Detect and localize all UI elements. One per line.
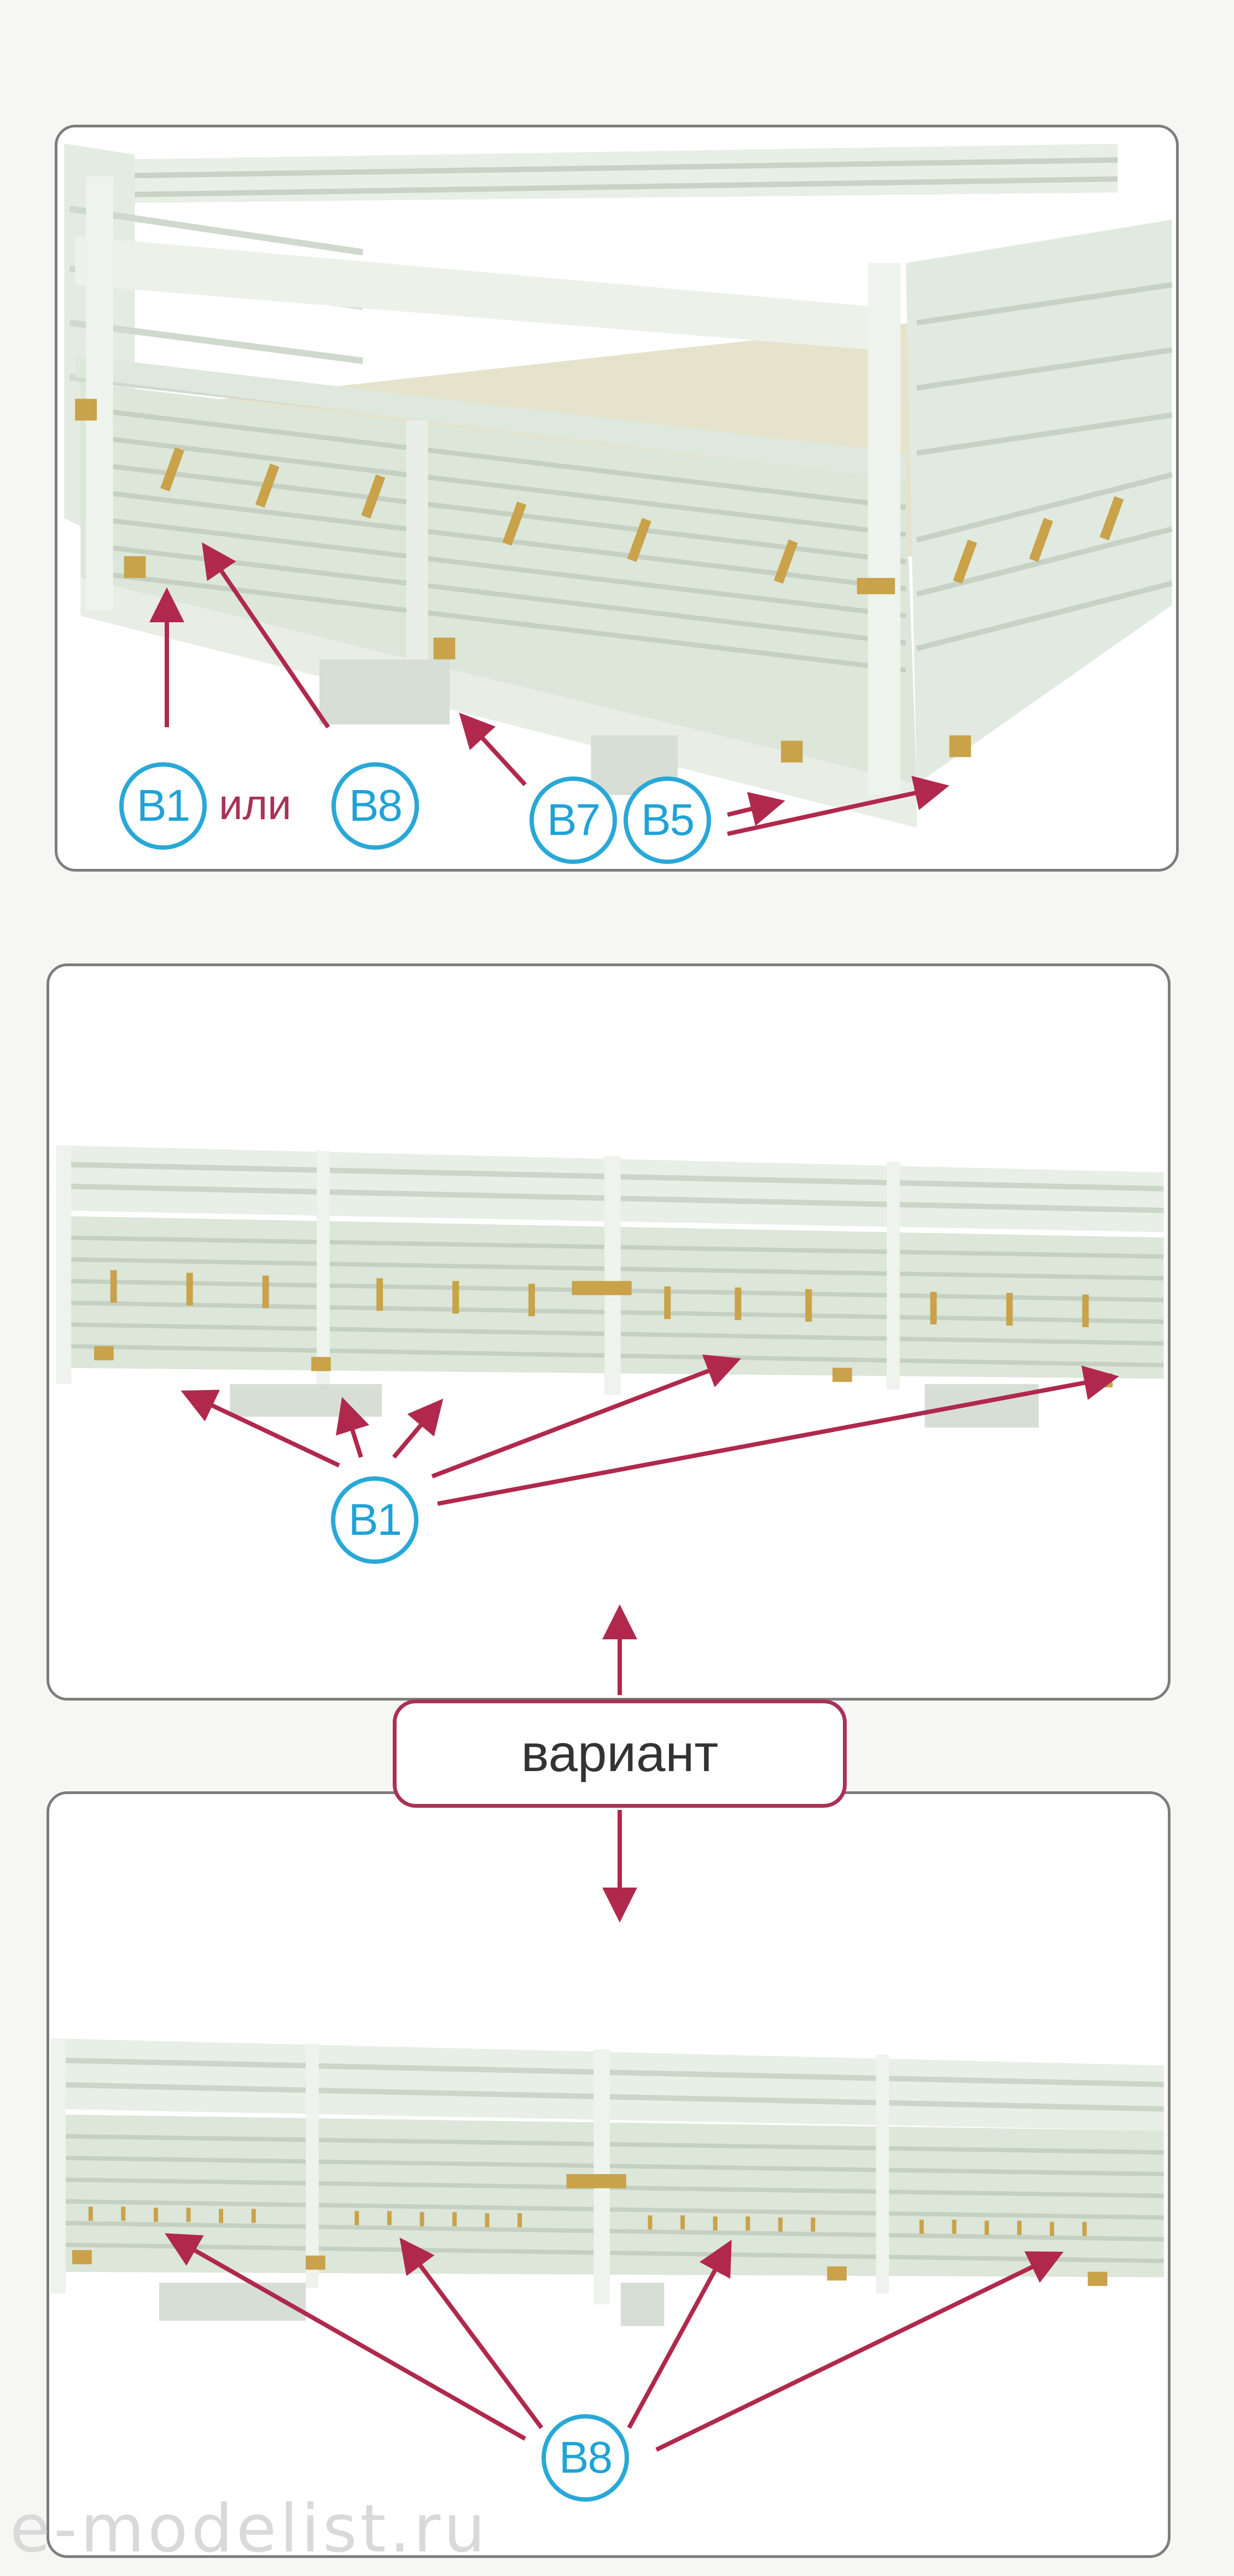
callout-or-text: или <box>219 780 292 828</box>
callout-b8-side: B8 <box>542 2414 629 2502</box>
callout-b1-side: B1 <box>331 1476 418 1564</box>
callout-b8-top: B8 <box>331 762 419 850</box>
photo-panel-perspective <box>55 125 1179 872</box>
watermark-text: e-modelist.ru <box>10 2491 489 2567</box>
callout-b5: B5 <box>624 776 711 864</box>
photo-panel-side-b1 <box>46 963 1171 1701</box>
callout-b7: B7 <box>529 776 617 864</box>
variant-label: вариант <box>393 1699 847 1808</box>
truck-bed-side-b1-photo <box>50 966 1167 1698</box>
truck-bed-perspective-photo <box>59 127 1175 869</box>
callout-b1-top: B1 <box>119 762 207 850</box>
